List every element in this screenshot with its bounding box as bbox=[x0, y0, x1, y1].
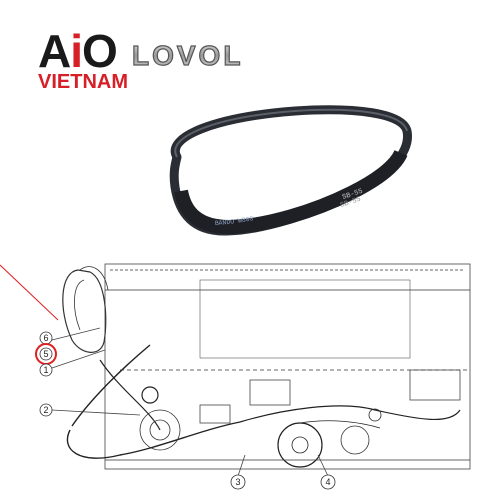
svg-text:6: 6 bbox=[43, 333, 48, 343]
svg-text:5: 5 bbox=[43, 349, 48, 359]
callout-1-left: 1 bbox=[39, 363, 53, 377]
aio-letter-i: i bbox=[70, 25, 83, 77]
svg-text:2: 2 bbox=[43, 405, 48, 415]
callout-2: 2 bbox=[39, 403, 53, 417]
callout-4: 4 bbox=[320, 474, 336, 490]
svg-text:4: 4 bbox=[325, 477, 330, 487]
callout-6: 6 bbox=[39, 331, 53, 345]
callout-5-highlight: 5 bbox=[35, 343, 57, 365]
grain-tank-grid bbox=[199, 279, 411, 359]
vietnam-subtitle: VIETNAM bbox=[38, 71, 128, 93]
combine-belt-diagram: 6 5 1 2 3 4 bbox=[0, 263, 471, 490]
aio-vietnam-logo: AiO VIETNAM bbox=[38, 28, 128, 92]
svg-text:1: 1 bbox=[43, 365, 48, 375]
lovol-wordmark: LOVOL bbox=[132, 40, 243, 70]
belt-print-bando: BANDO W800 bbox=[215, 215, 254, 227]
v-belt-photo: BANDO W800 SB-55 SB-55 bbox=[169, 105, 412, 236]
aio-wordmark: AiO bbox=[38, 28, 128, 74]
aio-letter-o: O bbox=[82, 25, 118, 77]
lovol-logo: LOVOL bbox=[131, 40, 243, 70]
red-pointer-line bbox=[0, 264, 59, 321]
aio-letter-a: A bbox=[38, 25, 71, 77]
callout-3: 3 bbox=[230, 474, 246, 490]
svg-text:3: 3 bbox=[235, 477, 240, 487]
